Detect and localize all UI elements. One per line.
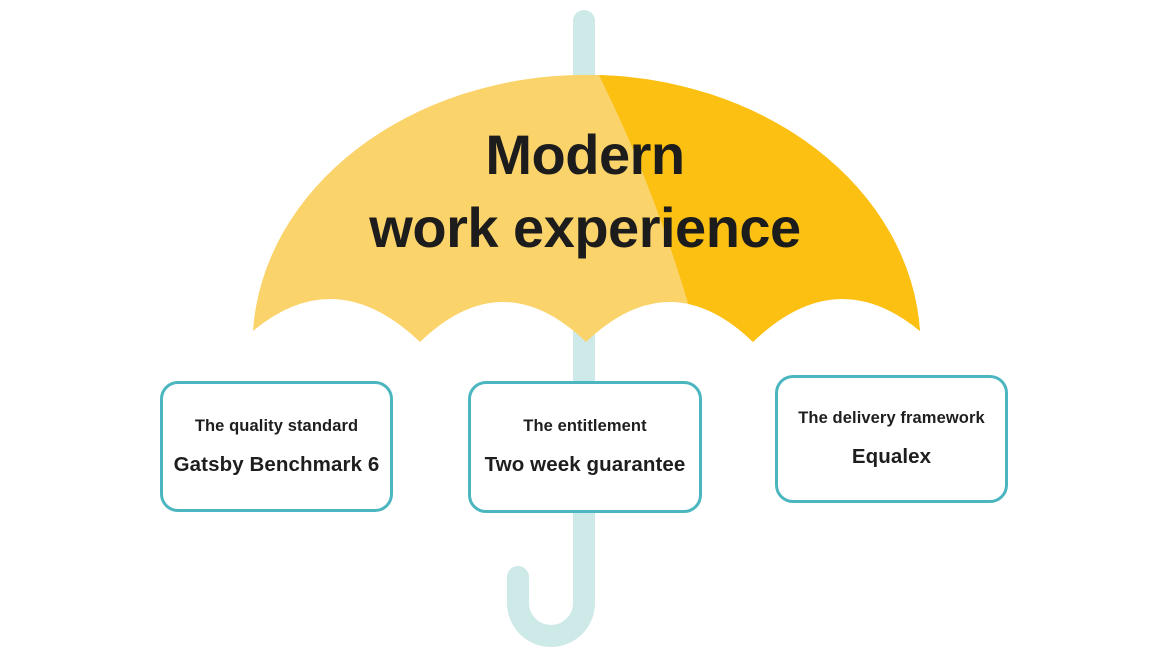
card-delivery-framework: The delivery framework Equalex — [775, 375, 1008, 503]
page-title: Modern work experience — [0, 118, 1170, 264]
umbrella-pole — [507, 10, 595, 647]
card-value: Equalex — [851, 445, 932, 468]
card-label: The delivery framework — [798, 409, 985, 427]
card-quality-standard: The quality standard Gatsby Benchmark 6 — [160, 381, 393, 512]
card-label: The entitlement — [523, 417, 647, 435]
card-entitlement: The entitlement Two week guarantee — [468, 381, 702, 513]
page-title-line1: Modern — [485, 123, 685, 186]
card-value: Gatsby Benchmark 6 — [173, 452, 380, 476]
card-value: Two week guarantee — [484, 453, 686, 476]
page-title-line2: work experience — [369, 196, 801, 259]
card-label: The quality standard — [194, 416, 359, 435]
